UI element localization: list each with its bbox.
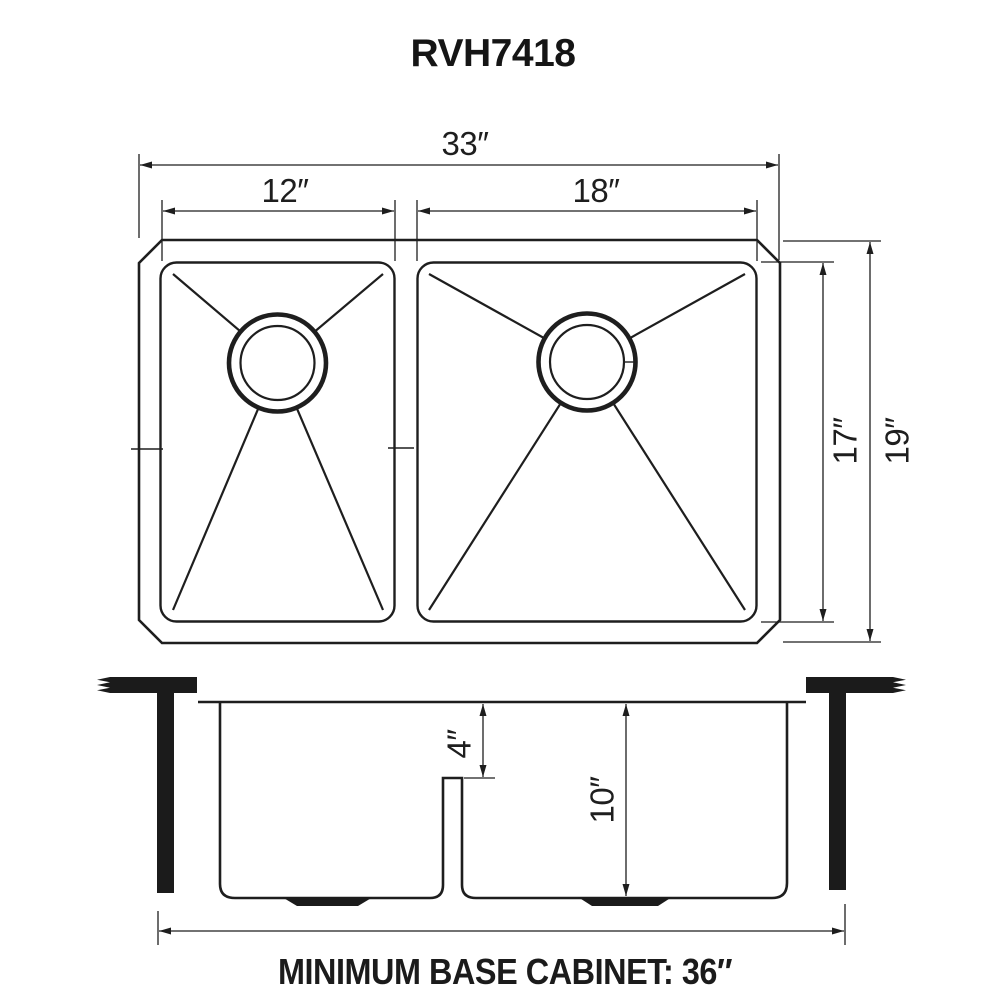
left-clamp-bar — [97, 677, 197, 693]
sink-outline — [137, 238, 782, 645]
dim-bowl-front-to-back: 17″ — [761, 261, 864, 623]
left-bowl — [159, 261, 396, 623]
dim-label-right-bowl-width: 18″ — [573, 172, 621, 209]
right-drain — [536, 311, 638, 413]
sink-section-outline — [218, 702, 789, 900]
left-drain-boss — [282, 897, 373, 906]
left-drain — [226, 312, 329, 414]
dim-label-bowl-depth: 10″ — [584, 776, 621, 824]
dim-label-bowl-front-to-back: 17″ — [827, 417, 864, 465]
dim-label-overall-front-to-back: 19″ — [879, 417, 916, 465]
left-clamp-stem — [157, 693, 174, 893]
dim-label-overall-width: 33″ — [442, 125, 490, 162]
dim-overall-front-to-back: 19″ — [783, 240, 916, 643]
front-view: 4″ 10″ MINIMUM BASE CABINET: 36″ — [97, 677, 906, 993]
top-view: 33″ 12″ 18″ 17″ 19″ — [131, 125, 916, 645]
dim-left-bowl-width: 12″ — [161, 172, 396, 261]
dim-overall-width: 33″ — [138, 125, 780, 260]
right-bowl — [416, 261, 758, 623]
right-clamp-stem — [829, 693, 846, 890]
dim-divider-reveal: 4″ — [441, 704, 495, 779]
left-clamp-bracket — [97, 677, 197, 893]
dim-label-left-bowl-width: 12″ — [262, 172, 310, 209]
dim-bowl-depth: 10″ — [584, 704, 630, 896]
model-title: RVH7418 — [411, 32, 576, 75]
right-drain-boss — [578, 897, 672, 906]
dim-right-bowl-width: 18″ — [416, 172, 758, 261]
right-clamp-bar — [806, 677, 906, 693]
base-cabinet-note: MINIMUM BASE CABINET: 36″ — [278, 953, 732, 993]
right-clamp-bracket — [806, 677, 906, 890]
dim-base-cabinet: MINIMUM BASE CABINET: 36″ — [157, 904, 846, 993]
dim-label-divider-reveal: 4″ — [441, 729, 478, 759]
